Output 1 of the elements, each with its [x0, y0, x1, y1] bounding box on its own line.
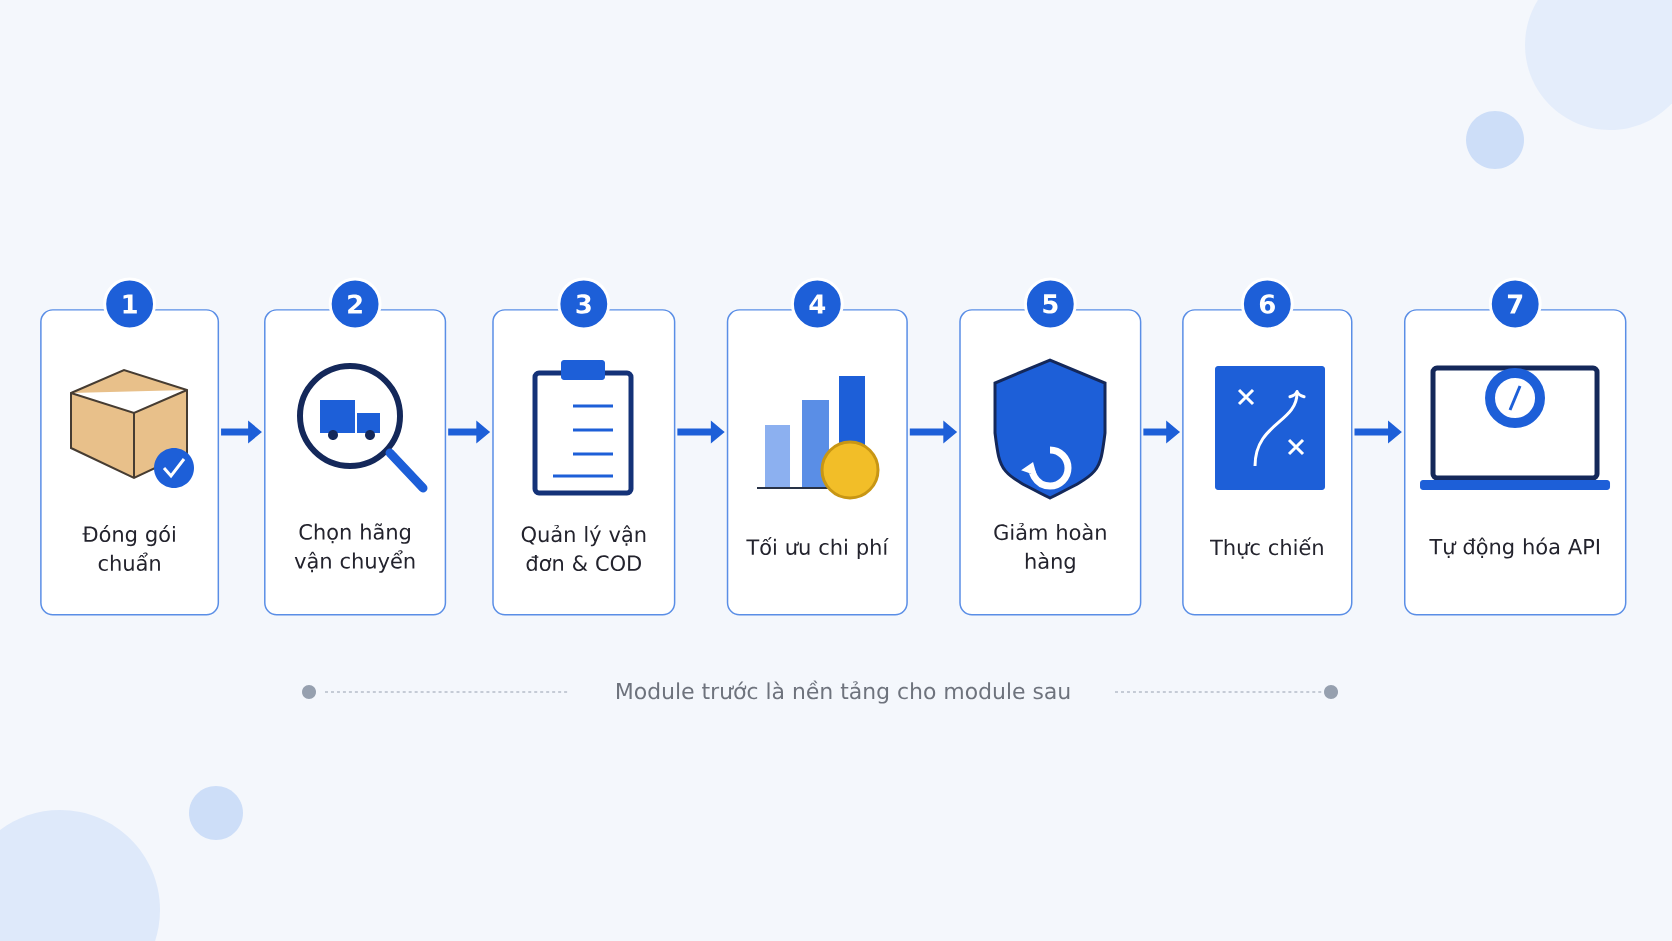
caption-text: Module trước là nền tảng cho module sau [617, 680, 1070, 704]
